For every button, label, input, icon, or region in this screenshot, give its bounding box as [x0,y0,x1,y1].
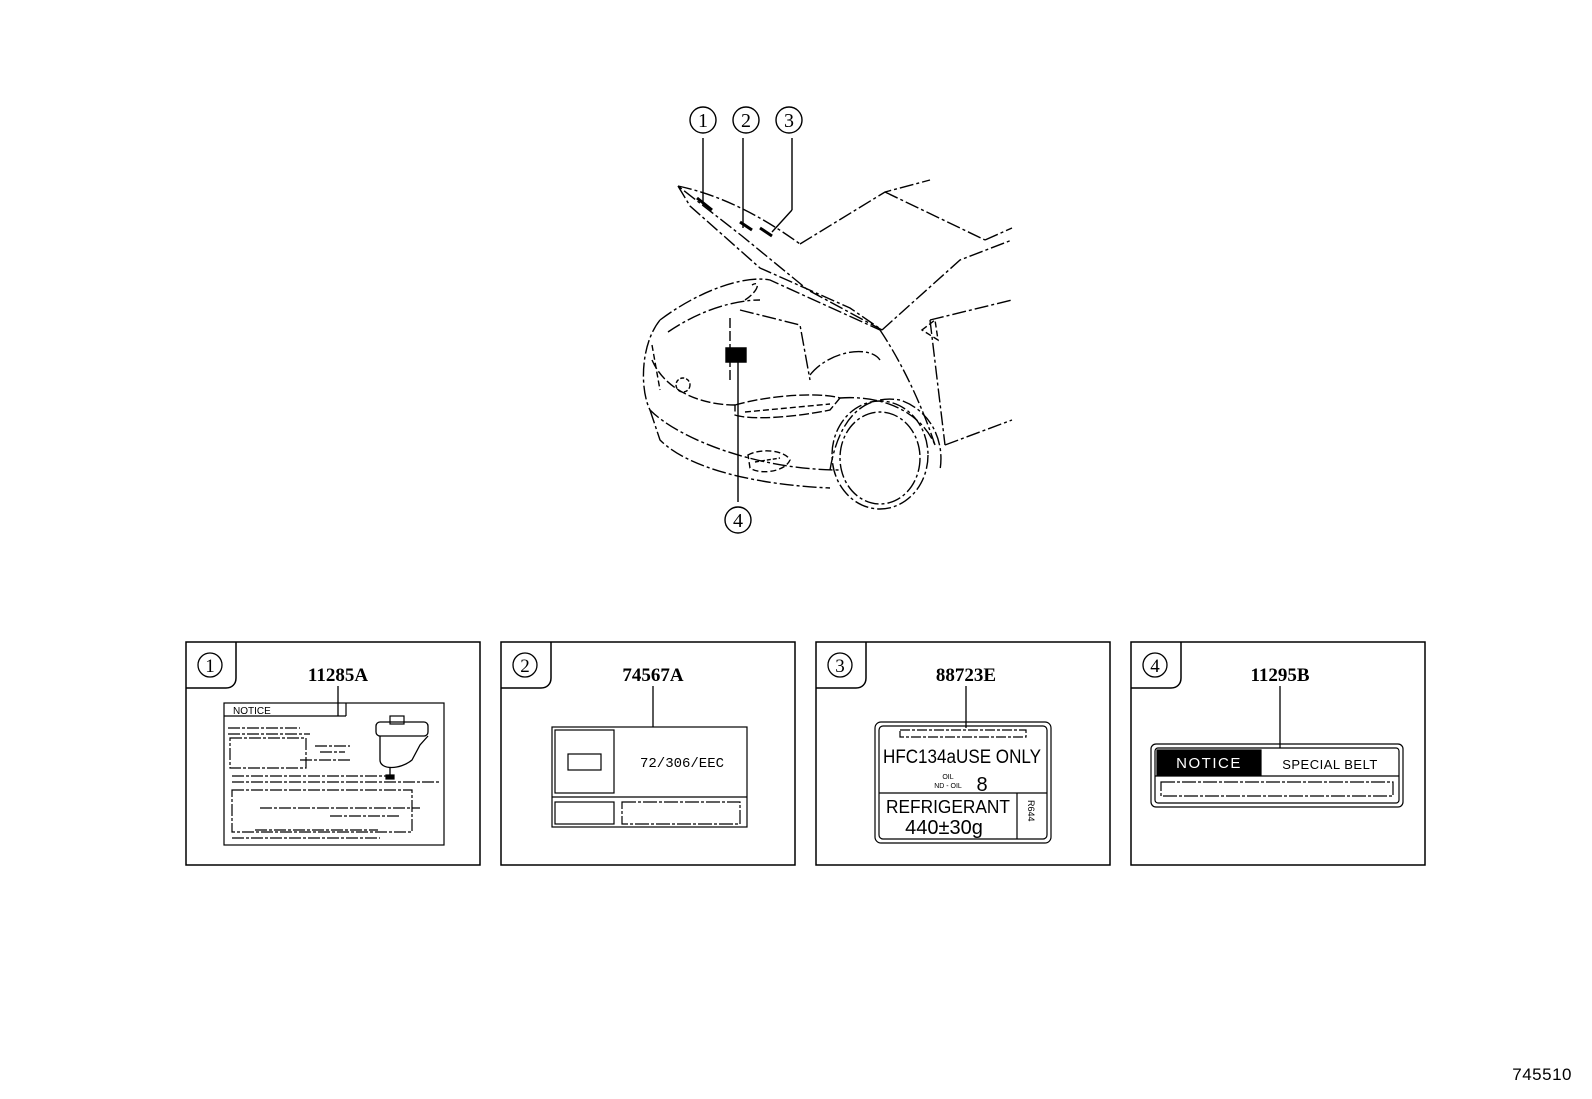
part-number: 11285A [308,665,368,686]
refrigerant-text: REFRIGERANT [886,797,1010,817]
callout-number: 4 [733,510,743,532]
panel-number: 1 [205,656,215,677]
approval-label: 72/306/EEC [551,726,748,828]
panel-number-circle [1142,652,1168,678]
panel-number: 3 [835,656,845,677]
label-heading: NOTICE [233,706,271,717]
notice-label: NOTICE [223,702,445,846]
panel-2: 2 74567A 72/306/EEC [500,641,796,866]
callout-4: 4 [724,506,752,534]
refrigerant-label: HFC134aUSE ONLY OIL ND - OIL 8 REFRIGERA… [874,721,1052,844]
callout-2: 2 [732,106,760,134]
use-only-text: HFC134aUSE ONLY [883,747,1041,768]
panel-number-circle [512,652,538,678]
panel-3: 3 88723E HFC134aUSE ONLY OIL ND - OIL 8 … [815,641,1111,866]
panel-number: 4 [1150,656,1160,677]
part-number: 88723E [936,665,996,686]
panel-1: 1 11285A NOTICE [185,641,481,866]
oil-number: 8 [976,774,987,796]
refrigerant-amount: 440±30g [905,817,983,839]
callout-number: 2 [741,110,751,132]
oil-small-text-2: ND - OIL [934,783,962,790]
label-heading: NOTICE [1176,755,1242,772]
callout-3: 3 [775,106,803,134]
oil-small-text-1: OIL [942,774,953,781]
label-text: SPECIAL BELT [1282,757,1378,772]
panel-4: 4 11295B NOTICE SPECIAL BELT [1130,641,1426,866]
callout-leaders [702,138,793,502]
callout-1: 1 [689,106,717,134]
label-text: 72/306/EEC [640,756,724,772]
side-code: R644 [1026,800,1036,822]
part-number: 11295B [1250,665,1309,686]
special-belt-label: NOTICE SPECIAL BELT [1150,743,1404,808]
callout-number: 3 [784,110,794,132]
panel-number-circle [197,652,223,678]
panel-number-circle [827,652,853,678]
diagram-code: 745510 [1512,1065,1572,1084]
panel-number: 2 [520,656,530,677]
callout-number: 1 [698,110,708,132]
part-number: 74567A [622,665,684,686]
car-illustration [642,179,1013,510]
